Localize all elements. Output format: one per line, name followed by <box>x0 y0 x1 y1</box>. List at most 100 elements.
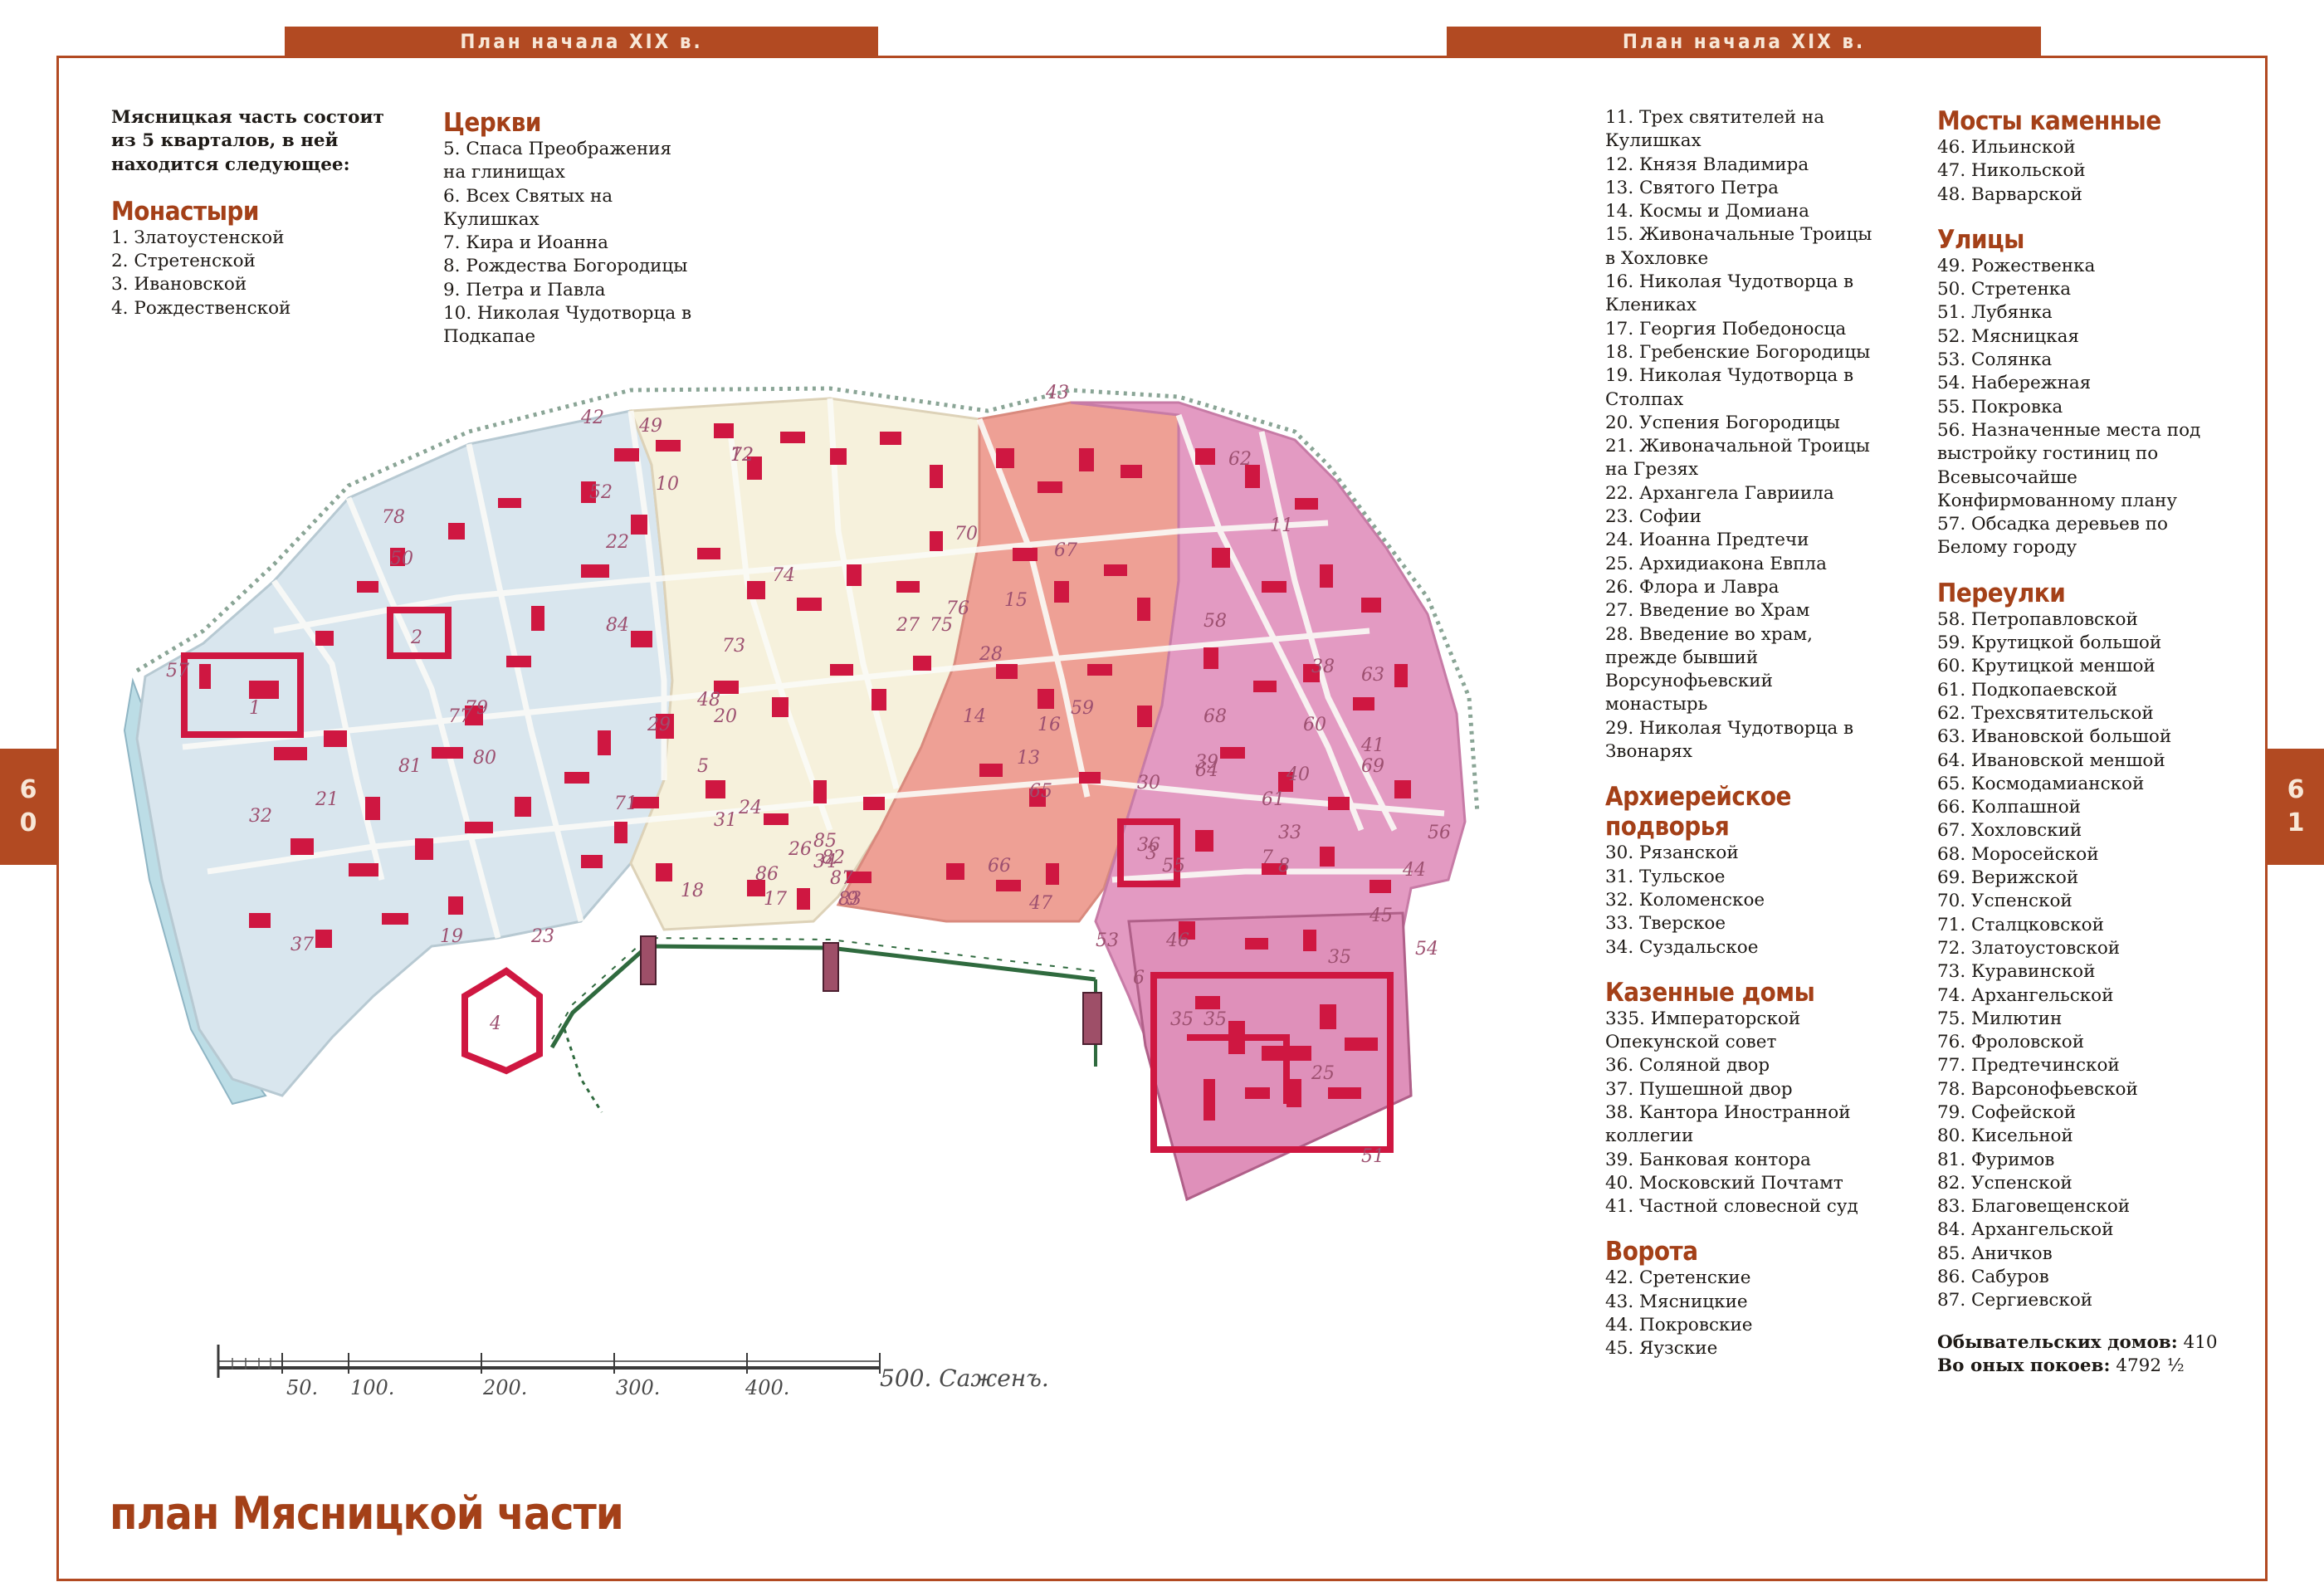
intro-column: Мясницкая часть состоит из 5 кварталов, … <box>111 106 393 320</box>
list-item: 25. Архидиакона Евпла <box>1605 553 1827 574</box>
list-item: 42. Сретенские <box>1605 1267 1751 1289</box>
list-item: 10. Николая Чудотворца в Подкапае <box>443 303 692 348</box>
svg-text:49: 49 <box>638 416 662 437</box>
svg-text:24: 24 <box>738 798 762 818</box>
list-item: 9. Петра и Павла <box>443 279 606 300</box>
list-item: 31. Тульское <box>1605 866 1726 887</box>
list-item: 41. Частной словесной суд <box>1605 1196 1858 1218</box>
svg-text:13: 13 <box>1017 748 1040 769</box>
list-item: 87. Сергиевской <box>1937 1290 2093 1311</box>
list-item: 46. Ильинской <box>1937 137 2076 158</box>
list-item: 86. Сабуров <box>1937 1267 2049 1288</box>
list-item: 65. Космодамианской <box>1937 773 2145 794</box>
list-item: 23. Софии <box>1605 506 1702 528</box>
svg-text:1: 1 <box>249 698 261 719</box>
svg-text:14: 14 <box>963 706 986 727</box>
svg-text:53: 53 <box>1096 930 1119 951</box>
list-item: 7. Кира и Иоанна <box>443 232 608 254</box>
list-item: 72. Златоустовской <box>1937 937 2121 959</box>
list-item: 68. Моросейской <box>1937 843 2099 865</box>
list-item: 74. Архангельской <box>1937 984 2114 1006</box>
list-item: 59. Крутицкой большой <box>1937 632 2162 654</box>
svg-text:35: 35 <box>1170 1009 1194 1030</box>
section-title-streets: Улицы <box>1937 224 2024 255</box>
svg-text:82: 82 <box>822 847 845 868</box>
svg-text:67: 67 <box>1054 540 1077 561</box>
header-title-right: План начала XIX в. <box>1447 27 2041 57</box>
section-title-churches: Церкви <box>443 108 541 138</box>
svg-text:62: 62 <box>1228 449 1252 470</box>
scale-label-50: 50. <box>286 1376 318 1399</box>
svg-text:57: 57 <box>166 661 189 681</box>
svg-text:45: 45 <box>1369 906 1393 926</box>
list-item: 50. Стретенка <box>1937 279 2072 300</box>
list-item: 85. Аничков <box>1937 1243 2053 1264</box>
svg-text:38: 38 <box>1311 657 1335 677</box>
svg-text:64: 64 <box>1195 760 1218 781</box>
list-item: 335. Императорской Опекунской совет <box>1605 1008 1801 1053</box>
list-item: 48. Варварской <box>1937 183 2082 205</box>
list-item: 47. Никольской <box>1937 160 2086 182</box>
churches-column: Церкви 5. Спаса Преображения на глинищах… <box>443 108 692 349</box>
svg-text:28: 28 <box>979 644 1003 665</box>
list-item: 82. Успенской <box>1937 1172 2073 1194</box>
list-item: 43. Мясницкие <box>1605 1291 1748 1312</box>
svg-text:20: 20 <box>713 706 737 727</box>
svg-text:83: 83 <box>838 889 862 910</box>
svg-text:8: 8 <box>1278 856 1290 876</box>
svg-text:41: 41 <box>1360 735 1384 756</box>
svg-text:2: 2 <box>410 627 422 648</box>
list-item: 20. Успения Богородицы <box>1605 412 1840 433</box>
list-item: 81. Фуримов <box>1937 1149 2055 1170</box>
list-item: 21. Живоначальной Троицы на Грезях <box>1605 436 1870 481</box>
svg-text:58: 58 <box>1204 611 1227 632</box>
svg-text:32: 32 <box>249 806 272 827</box>
svg-text:48: 48 <box>696 690 720 710</box>
scale-label-300: 300. <box>616 1376 660 1399</box>
list-item: 79. Софейской <box>1937 1101 2077 1123</box>
scale-bar <box>217 1345 881 1378</box>
svg-text:12: 12 <box>730 445 754 466</box>
list-item: 77. Предтечинской <box>1937 1055 2120 1077</box>
svg-text:29: 29 <box>647 715 671 735</box>
list-item: 14. Космы и Домиана <box>1605 201 1809 222</box>
list-item: 71. Сталцковской <box>1937 914 2104 935</box>
svg-text:46: 46 <box>1165 930 1189 951</box>
list-item: 39. Банковая контора <box>1605 1149 1811 1170</box>
svg-text:23: 23 <box>530 926 554 947</box>
svg-text:63: 63 <box>1361 665 1384 686</box>
list-item: 33. Тверское <box>1605 913 1726 935</box>
list-item: 5. Спаса Преображения на глинищах <box>443 139 672 183</box>
svg-text:51: 51 <box>1361 1146 1384 1167</box>
svg-text:72: 72 <box>730 445 754 466</box>
list-item: 53. Солянка <box>1937 349 2053 371</box>
svg-text:11: 11 <box>1270 515 1293 536</box>
list-item: 18. Гребенские Богородицы <box>1605 341 1871 363</box>
svg-text:43: 43 <box>1045 383 1069 403</box>
svg-text:21: 21 <box>315 789 339 810</box>
intro-text: Мясницкая часть состоит из 5 кварталов, … <box>111 107 384 175</box>
svg-text:68: 68 <box>1204 706 1227 727</box>
svg-text:84: 84 <box>606 615 629 636</box>
list-item: 54. Набережная <box>1937 373 2092 394</box>
page-frame <box>56 56 2268 1581</box>
svg-text:52: 52 <box>589 482 613 503</box>
svg-text:37: 37 <box>290 935 314 955</box>
right-column-1: 11. Трех святителей на Кулишках 12. Княз… <box>1605 106 1875 1361</box>
list-item: 78. Варсонофьевской <box>1937 1078 2138 1100</box>
section-title-bridges: Мосты каменные <box>1937 106 2161 136</box>
svg-text:66: 66 <box>988 856 1011 876</box>
list-item: 58. Петропавловской <box>1937 608 2138 630</box>
svg-text:7: 7 <box>1262 847 1273 868</box>
svg-text:5: 5 <box>697 756 709 777</box>
list-item: 22. Архангела Гавриила <box>1605 482 1834 504</box>
svg-text:31: 31 <box>714 810 737 831</box>
list-item: 64. Ивановской меншой <box>1937 749 2165 771</box>
list-item: 3. Ивановской <box>111 274 247 295</box>
svg-text:85: 85 <box>813 831 837 852</box>
svg-text:55: 55 <box>1162 856 1185 876</box>
list-item: 70. Успенской <box>1937 891 2073 912</box>
section-title-bishops: Архиерейское подворья <box>1605 782 1791 842</box>
svg-text:6: 6 <box>1133 968 1145 989</box>
